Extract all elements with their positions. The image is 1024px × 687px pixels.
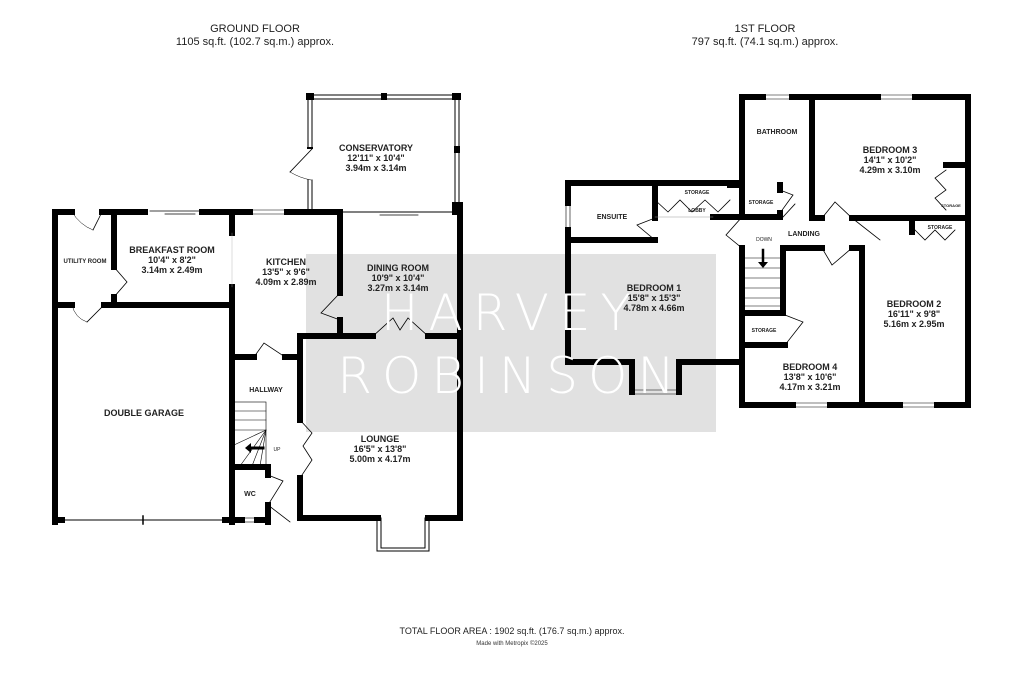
ground-floor-header: GROUND FLOOR 1105 sq.ft. (102.7 sq.m.) a…	[130, 23, 380, 49]
watermark-line1: HARVEY	[380, 284, 642, 342]
room-name: WC	[244, 491, 256, 498]
room-bedroom-3: BEDROOM 3 14'1" x 10'2" 4.29m x 3.10m	[859, 145, 920, 175]
room-name: BEDROOM 4	[782, 362, 838, 372]
watermark-box	[306, 254, 716, 432]
storage-landing: STORAGE	[749, 198, 774, 208]
room-kitchen: KITCHEN 13'5" x 9'6" 4.09m x 2.89m	[255, 257, 316, 287]
room-name: STORAGE	[941, 203, 961, 208]
room-size-imperial: 14'1" x 10'2"	[863, 155, 917, 165]
room-lounge: LOUNGE 16'5" x 13'8" 5.00m x 4.17m	[349, 434, 410, 464]
storage-bedroom-3: STORAGE	[941, 201, 961, 211]
room-size-imperial: 12'11" x 10'4"	[347, 153, 405, 163]
room-size-metric: 4.78m x 4.66m	[623, 303, 685, 313]
storage-bedroom-2: STORAGE	[928, 223, 953, 233]
room-name: BEDROOM 1	[626, 283, 682, 293]
room-name: UTILITY ROOM	[63, 259, 107, 265]
room-ensuite: ENSUITE	[597, 213, 627, 223]
room-hallway: HALLWAY	[249, 386, 283, 396]
room-name: ENSUITE	[596, 214, 628, 221]
room-name: STORAGE	[748, 200, 774, 206]
room-bathroom: BATHROOM	[757, 128, 798, 138]
room-name: BEDROOM 2	[886, 299, 942, 309]
storage-bedroom-4: STORAGE	[752, 326, 777, 336]
made-with-credit: Made with Metropix ©2025	[476, 641, 548, 647]
watermark-line2: ROBINSON	[337, 347, 685, 405]
room-wc: WC	[244, 490, 256, 500]
room-landing: LANDING	[788, 230, 820, 240]
room-bedroom-1: BEDROOM 1 15'8" x 15'3" 4.78m x 4.66m	[623, 283, 684, 313]
room-name: DOUBLE GARAGE	[103, 408, 185, 418]
ground-floor-area: 1105 sq.ft. (102.7 sq.m.) approx.	[175, 36, 335, 48]
room-name: LOUNGE	[360, 434, 400, 444]
room-bedroom-4: BEDROOM 4 13'8" x 10'6" 4.17m x 3.21m	[779, 362, 840, 392]
room-name: BREAKFAST ROOM	[129, 245, 215, 255]
room-bedroom-2: BEDROOM 2 16'11" x 9'8" 5.16m x 2.95m	[883, 299, 944, 329]
room-name: STORAGE	[684, 190, 710, 196]
room-garage: DOUBLE GARAGE	[104, 408, 184, 418]
first-floor-header: 1ST FLOOR 797 sq.ft. (74.1 sq.m.) approx…	[640, 23, 890, 49]
room-name: DOWN	[756, 237, 772, 243]
room-lobby: LOBBY	[688, 206, 706, 216]
room-name: BEDROOM 3	[862, 145, 918, 155]
room-name: KITCHEN	[265, 257, 306, 267]
room-size-metric: 4.09m x 2.89m	[255, 277, 317, 287]
room-utility: UTILITY ROOM	[64, 257, 107, 267]
room-name: STORAGE	[751, 328, 777, 334]
room-name: BATHROOM	[756, 129, 798, 136]
room-name: LOBBY	[688, 208, 706, 214]
storage-lobby: STORAGE	[685, 188, 710, 198]
room-size-imperial: 16'5" x 13'8"	[353, 444, 407, 454]
room-size-metric: 3.14m x 2.49m	[141, 265, 203, 275]
stairs-up-label: UP	[274, 445, 281, 455]
total-floor-area: TOTAL FLOOR AREA : 1902 sq.ft. (176.7 sq…	[399, 626, 625, 636]
first-floor-area: 797 sq.ft. (74.1 sq.m.) approx.	[691, 36, 839, 48]
first-floor-title: 1ST FLOOR	[734, 23, 796, 35]
room-name: CONSERVATORY	[338, 143, 414, 153]
room-size-imperial: 10'4" x 8'2"	[148, 255, 196, 265]
room-dining: DINING ROOM 10'9" x 10'4" 3.27m x 3.14m	[367, 263, 429, 293]
ground-floor-title: GROUND FLOOR	[210, 23, 300, 35]
room-size-imperial: 10'9" x 10'4"	[371, 273, 425, 283]
room-name: UP	[273, 447, 281, 453]
room-size-metric: 3.94m x 3.14m	[345, 163, 407, 173]
stairs-down-label: DOWN	[756, 235, 772, 245]
room-size-imperial: 13'5" x 9'6"	[262, 267, 310, 277]
room-name: STORAGE	[927, 225, 953, 231]
room-size-metric: 4.17m x 3.21m	[779, 382, 841, 392]
room-size-metric: 5.16m x 2.95m	[883, 319, 945, 329]
room-name: HALLWAY	[249, 387, 283, 394]
room-size-metric: 3.27m x 3.14m	[367, 283, 429, 293]
room-name: LANDING	[788, 231, 820, 238]
room-size-imperial: 13'8" x 10'6"	[783, 372, 837, 382]
room-size-imperial: 15'8" x 15'3"	[627, 293, 681, 303]
room-size-metric: 5.00m x 4.17m	[349, 454, 411, 464]
room-name: DINING ROOM	[367, 263, 429, 273]
room-conservatory: CONSERVATORY 12'11" x 10'4" 3.94m x 3.14…	[339, 143, 413, 173]
room-size-imperial: 16'11" x 9'8"	[887, 309, 941, 319]
room-breakfast: BREAKFAST ROOM 10'4" x 8'2" 3.14m x 2.49…	[129, 245, 215, 275]
room-size-metric: 4.29m x 3.10m	[859, 165, 921, 175]
